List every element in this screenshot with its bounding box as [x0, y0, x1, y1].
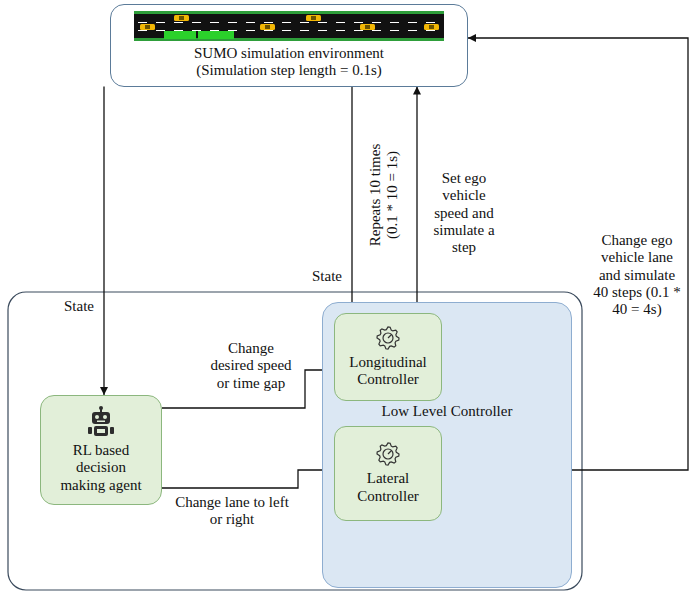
controller-group: Low Level Controller Longitudinal Control…: [322, 302, 572, 588]
lane-dash: [192, 22, 201, 23]
connector-arrow: [351, 87, 352, 314]
vehicle: [306, 15, 321, 21]
controller-box: Lateral Controller: [334, 426, 442, 521]
edge-label: Change ego vehicle lane and simulate 40 …: [590, 232, 684, 318]
lane-dash: [300, 22, 309, 23]
lane-dash: [372, 30, 381, 31]
outer-system-box: [8, 292, 582, 590]
lane-dash: [282, 22, 291, 23]
lane-dash: [300, 30, 309, 31]
vehicle: [424, 24, 439, 30]
edge-label: Change desired speed or time gap: [205, 340, 297, 392]
vehicle-window: [365, 25, 370, 29]
lane-dash: [390, 30, 399, 31]
gear-icon: [376, 326, 400, 350]
node-text: Longitudinal Controller: [341, 354, 435, 389]
traffic-illustration: [134, 11, 444, 41]
node-text: Low Level Controller: [323, 403, 571, 420]
vehicle-window: [265, 25, 270, 29]
lane-dash: [426, 22, 435, 23]
lane-dash: [318, 22, 327, 23]
lane-dash: [390, 22, 399, 23]
lane-dash: [264, 22, 273, 23]
edge-label: Set ego vehicle speed and simulate a ste…: [424, 170, 504, 256]
lane-dash: [354, 22, 363, 23]
ego-vehicle-area: [198, 31, 234, 39]
connector-arrow: [416, 87, 417, 314]
ego-vehicle-area: [164, 31, 196, 39]
road-verge: [134, 11, 444, 14]
connector-arrow: [162, 470, 334, 488]
lane-dash: [246, 30, 255, 31]
lane-dash: [336, 30, 345, 31]
lane-dash: [210, 22, 219, 23]
edge-label: State: [306, 268, 348, 285]
lane-dash: [282, 30, 291, 31]
lane-dash: [426, 30, 435, 31]
robot-icon: [85, 406, 117, 438]
lane-dash: [372, 22, 381, 23]
vehicle-window: [429, 25, 434, 29]
agent-box: RL based decision making agent: [40, 395, 162, 505]
lane-dash: [228, 30, 237, 31]
lane-dash: [174, 30, 183, 31]
lane-dash: [138, 30, 147, 31]
annotation-label: Repeats 10 times (0.1 * 10 = 1s): [367, 134, 402, 256]
lane-dash: [354, 30, 363, 31]
edge-label: Change lane to left or right: [172, 494, 292, 529]
vehicle-window: [311, 16, 316, 20]
lane-dash: [318, 30, 327, 31]
lane-dash: [192, 30, 201, 31]
vehicle-window: [179, 16, 184, 20]
lane-dash: [246, 22, 255, 23]
lane-dash: [174, 22, 183, 23]
lane-dash: [210, 30, 219, 31]
lane-dash: [264, 30, 273, 31]
vehicle-window: [145, 25, 150, 29]
edge-label: State: [58, 298, 100, 315]
gear-icon: [376, 442, 400, 466]
vehicle: [360, 24, 375, 30]
node-text: Lateral Controller: [341, 470, 435, 505]
lane-dash: [336, 22, 345, 23]
lane-dash: [228, 22, 237, 23]
node-text: RL based decision making agent: [55, 442, 147, 494]
lane-dash: [156, 22, 165, 23]
controller-box: Longitudinal Controller: [334, 313, 442, 401]
vehicle: [174, 15, 189, 21]
connector-arrow: [103, 87, 104, 396]
vehicle: [260, 24, 275, 30]
lane-dash: [408, 22, 417, 23]
lane-dash: [138, 22, 147, 23]
vehicle: [140, 24, 155, 30]
lane-dash: [408, 30, 417, 31]
lane-dash: [156, 30, 165, 31]
environment-box: SUMO simulation environment (Simulation …: [110, 4, 468, 87]
node-text: SUMO simulation environment (Simulation …: [172, 45, 407, 80]
road-surface: [134, 11, 444, 41]
